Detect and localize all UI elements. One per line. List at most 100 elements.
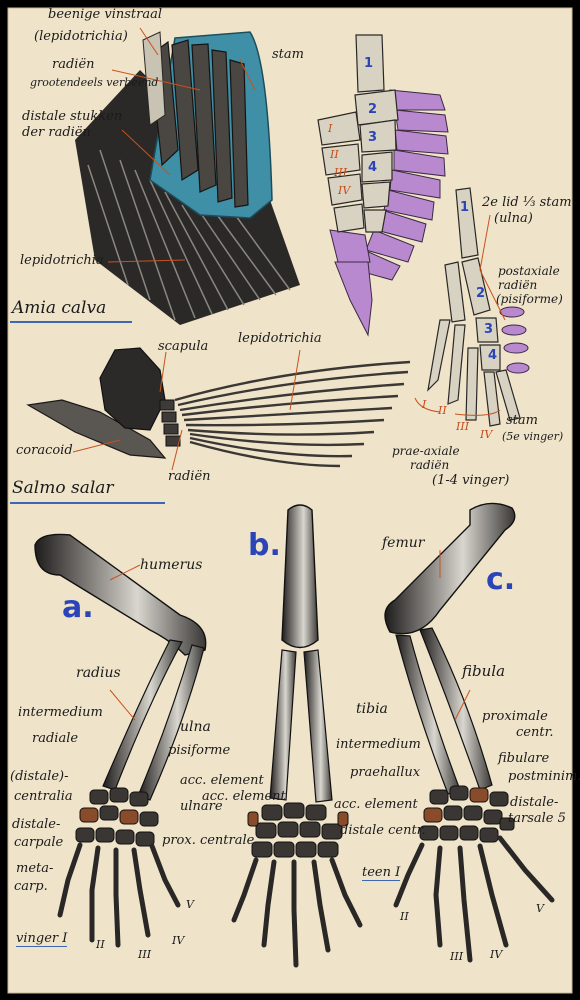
forelimb-carpals bbox=[75, 787, 159, 847]
label-praeaxiale: prae-axiale bbox=[392, 444, 460, 458]
label-lepidotrichia-paren: (lepidotrichia) bbox=[34, 29, 128, 44]
salmo-fin bbox=[26, 347, 411, 468]
archi-number-3: 3 bbox=[368, 130, 378, 145]
hindlimb-roman-IV: IV bbox=[490, 948, 503, 961]
label-femur: femur bbox=[382, 535, 425, 551]
letter-c: c. bbox=[486, 562, 516, 597]
species-salmo-salar: Salmo salar bbox=[12, 478, 114, 498]
limb-number-3: 3 bbox=[484, 322, 494, 337]
limb-roman-1: I bbox=[422, 398, 427, 411]
middle-skeleton bbox=[231, 504, 363, 968]
archi-roman-4: IV bbox=[338, 184, 351, 197]
label-praehallux: praehallux bbox=[350, 765, 421, 780]
label-humerus: humerus bbox=[140, 557, 203, 573]
hindlimb-roman-II: II bbox=[400, 910, 409, 923]
middle-right-bone bbox=[303, 649, 333, 803]
hindlimb-digits bbox=[393, 835, 555, 963]
label-coracoid: coracoid bbox=[16, 443, 73, 458]
label-2e-lid: 2e lid ⅓ stam bbox=[482, 195, 572, 210]
label-radiale: radiale bbox=[32, 731, 79, 746]
label-beenige-vinstraal: beenige vinstraal bbox=[48, 7, 163, 22]
forelimb-skeleton bbox=[34, 533, 207, 948]
archi-number-4: 4 bbox=[368, 160, 378, 175]
label-distale-stukken: distale stukken bbox=[22, 109, 123, 124]
limb-roman-4: IV bbox=[480, 428, 493, 441]
amia-radien bbox=[149, 39, 249, 208]
label-centralia: centralia bbox=[14, 789, 73, 804]
limb-postaxial-radien bbox=[499, 306, 530, 374]
label-acc-element-a: acc. element bbox=[180, 773, 264, 788]
label-scapula: scapula bbox=[158, 339, 209, 354]
letter-a: a. bbox=[62, 590, 94, 625]
salmo-lepidotrichia bbox=[174, 360, 411, 468]
letter-b: b. bbox=[248, 528, 281, 563]
label-ulnare: ulnare bbox=[180, 799, 223, 814]
label-prox-centrale: prox. centrale bbox=[162, 833, 255, 848]
label-distale-centr-b: distale centr. bbox=[340, 823, 426, 838]
label-radien: radiën bbox=[52, 57, 95, 72]
archi-number-2: 2 bbox=[368, 102, 378, 117]
label-carp: carp. bbox=[14, 879, 48, 894]
label-1-4-vinger: (1-4 vinger) bbox=[432, 473, 510, 488]
label-distale-dash: distale- bbox=[12, 817, 61, 832]
label-intermedium-c: intermedium bbox=[336, 737, 421, 752]
archi-number-1: 1 bbox=[364, 56, 374, 71]
middle-digits bbox=[231, 857, 363, 968]
label-acc-element-b-left: acc. element bbox=[202, 789, 286, 804]
label-postaxiale: postaxiale bbox=[498, 264, 560, 278]
label-grootendeels-verbeend: grootendeels verbeend bbox=[30, 76, 159, 89]
archi-roman-1: I bbox=[328, 122, 333, 135]
hindlimb-femur bbox=[384, 502, 516, 635]
limb-number-4: 4 bbox=[488, 348, 498, 363]
label-proximale: proximale bbox=[482, 709, 548, 724]
label-meta: meta- bbox=[16, 861, 54, 876]
hindlimb-skeleton bbox=[384, 502, 555, 963]
hindlimb-tarsals bbox=[419, 785, 515, 843]
forelimb-roman-II: II bbox=[96, 938, 105, 951]
label-radius: radius bbox=[76, 665, 121, 681]
label-lepidotrichia-amia: lepidotrichia bbox=[20, 253, 104, 268]
label-postminim: postminim. bbox=[508, 769, 580, 784]
hindlimb-roman-III: III bbox=[450, 950, 464, 963]
label-fibulare: fibulare bbox=[498, 751, 550, 766]
forelimb-roman-III: III bbox=[138, 948, 152, 961]
label-intermedium-a: intermedium bbox=[18, 705, 103, 720]
archi-roman-3: III bbox=[334, 166, 348, 179]
limb-roman-2: II bbox=[438, 404, 447, 417]
label-tibia: tibia bbox=[356, 701, 388, 717]
label-fibula: fibula bbox=[462, 662, 506, 680]
label-praeaxiale-radien: radiën bbox=[410, 458, 450, 472]
label-distale-c: distale- bbox=[510, 795, 559, 810]
forelimb-roman-IV: IV bbox=[172, 934, 185, 947]
archi-roman-2: II bbox=[330, 148, 339, 161]
limb-number-1: 1 bbox=[460, 200, 470, 215]
limb-skeleton bbox=[427, 187, 521, 427]
amia-vinstraal bbox=[142, 31, 166, 126]
species-amia-calva: Amia calva bbox=[12, 298, 107, 318]
label-lepidotrichia-salmo: lepidotrichia bbox=[238, 331, 322, 346]
label-5e-vinger: (5e vinger) bbox=[502, 430, 564, 443]
label-ulna: ulna bbox=[180, 719, 211, 735]
salmo-radien bbox=[159, 399, 181, 447]
forelimb-digits bbox=[57, 842, 181, 948]
amia-ray-lines bbox=[87, 149, 291, 321]
forelimb-ulna bbox=[137, 644, 205, 801]
salmo-coracoid bbox=[26, 399, 167, 459]
forelimb-roman-V: V bbox=[186, 898, 194, 911]
label-der-radien: der radiën bbox=[22, 125, 91, 140]
label-limb-stam: stam bbox=[506, 413, 538, 428]
label-stam: stam bbox=[272, 47, 304, 62]
label-postaxiale-radien: radiën bbox=[498, 278, 538, 292]
label-salmo-radien: radiën bbox=[168, 469, 211, 484]
label-carpale: carpale bbox=[14, 835, 64, 850]
limb-number-2: 2 bbox=[476, 286, 486, 301]
label-pisiforme-paren: (pisiforme) bbox=[496, 292, 563, 306]
label-pisiforme: pisiforme bbox=[168, 743, 231, 758]
middle-carpals bbox=[247, 802, 349, 858]
limb-roman-3: III bbox=[456, 420, 470, 433]
archipterygium bbox=[317, 34, 449, 337]
leader-lines bbox=[72, 27, 506, 721]
label-tarsale5: tarsale 5 bbox=[508, 811, 566, 826]
middle-upper-bone bbox=[281, 504, 319, 649]
